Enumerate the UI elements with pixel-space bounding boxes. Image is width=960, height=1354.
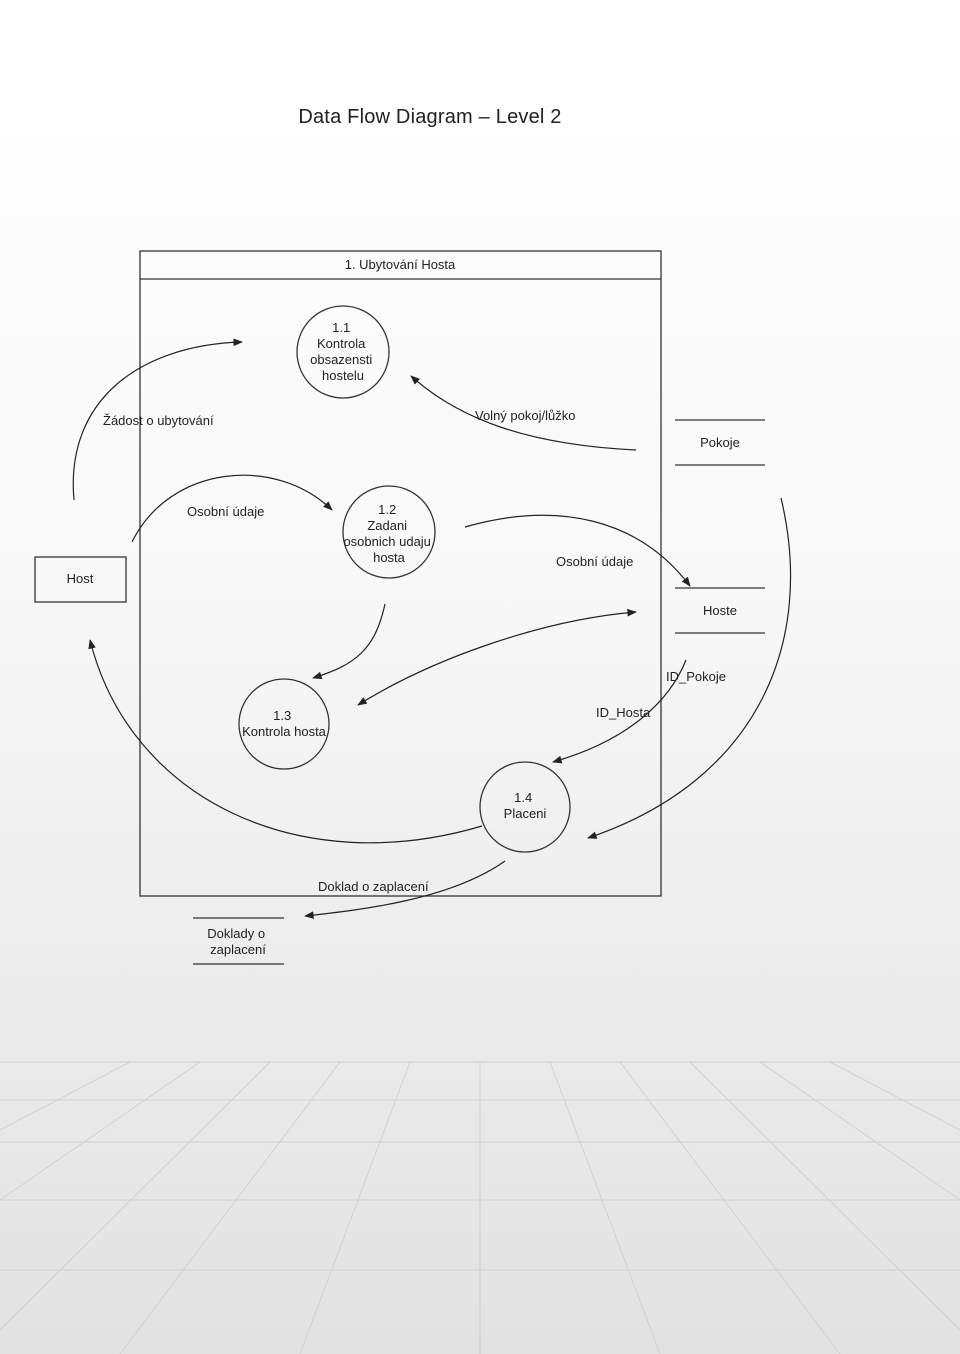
- flow-id-pokoje-label: ID_Pokoje: [666, 669, 726, 684]
- flow-osobni-udaje-out-arrow: [464, 514, 691, 587]
- flow-osobni-udaje-in-label: Osobní údaje: [187, 504, 264, 519]
- data-store-hoste[interactable]: Hoste: [675, 587, 765, 634]
- data-store-pokoje-label: Pokoje: [700, 435, 740, 450]
- process-boundary-title: 1. Ubytování Hosta: [345, 257, 456, 272]
- process-1-4-label: 1.4 Placeni: [504, 790, 547, 821]
- flow-hoste-kontrola-arrow: [357, 608, 637, 706]
- process-1-3-label: 1.3 Kontrola hosta: [242, 708, 327, 739]
- flow-osobni-udaje-out-label: Osobní údaje: [556, 554, 633, 569]
- process-boundary-box: [139, 250, 662, 897]
- flow-volny-arrow: [410, 375, 637, 451]
- flow-zadost-label: Žádost o ubytování: [103, 413, 214, 428]
- flow-id-hosta-label: ID_Hosta: [596, 705, 651, 720]
- flow-1-2-to-1-3-arrow: [312, 603, 386, 680]
- process-1-4[interactable]: 1.4 Placeni: [479, 761, 571, 853]
- page-title: Data Flow Diagram – Level 2: [298, 106, 562, 128]
- flow-volny-label: Volný pokoj/lůžko: [475, 408, 575, 423]
- data-store-doklady-label: Doklady o zaplacení: [207, 926, 268, 957]
- flow-placeni-to-host-arrow: [88, 639, 483, 844]
- process-1-2[interactable]: 1.2 Zadani osobnich udaju hosta: [342, 485, 436, 579]
- process-1-3[interactable]: 1.3 Kontrola hosta: [238, 678, 330, 770]
- process-1-2-label: 1.2 Zadani osobnich udaju hosta: [343, 502, 434, 565]
- process-1-1-label: 1.1 Kontrola obsazensti hostelu: [310, 320, 376, 383]
- data-store-pokoje[interactable]: Pokoje: [675, 419, 765, 466]
- flow-doklad-arrow: [304, 860, 506, 919]
- host-entity-label: Host: [67, 571, 94, 586]
- flow-pokoje-to-placeni-arrow: [587, 497, 792, 839]
- floor-background: [0, 1061, 960, 1354]
- flow-zadost-arrow: [72, 338, 243, 501]
- data-store-doklady[interactable]: Doklady o zaplacení: [193, 917, 284, 965]
- flow-id-hosta-arrow: [552, 659, 687, 764]
- flow-doklad-label: Doklad o zaplacení: [318, 879, 429, 894]
- flow-osobni-udaje-in-arrow: [131, 474, 333, 543]
- host-entity-box[interactable]: [34, 556, 127, 603]
- data-store-hoste-label: Hoste: [703, 603, 737, 618]
- process-1-1[interactable]: 1.1 Kontrola obsazensti hostelu: [296, 305, 390, 399]
